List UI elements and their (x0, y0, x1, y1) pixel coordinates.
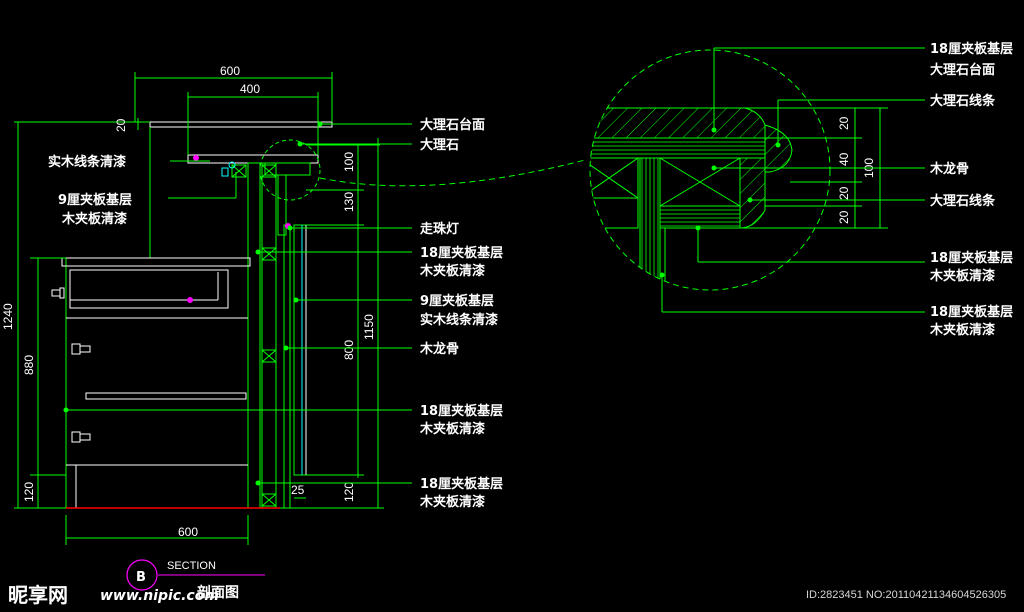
dim-1240: 1240 (1, 303, 15, 330)
dim-bottom-600: 600 (178, 525, 198, 539)
marble-countertop (149, 121, 333, 128)
detail-label-wood-veneer-bot: 木夹板清漆 (929, 322, 995, 338)
detail-dim-20b: 20 (837, 186, 851, 200)
label-solid-wood-trim-b: 实木线条清漆 (420, 312, 498, 328)
watermark-url: www.nipic.com (100, 588, 219, 604)
detail-dim-20c: 20 (837, 210, 851, 224)
dim-120-right: 120 (342, 482, 356, 502)
dim-100: 100 (342, 152, 356, 172)
dimension-lines-left (14, 72, 384, 545)
inner-shelf (85, 392, 247, 400)
detail-label-marble-trim-a: 大理石线条 (930, 93, 996, 109)
watermark-id: ID:2823451 NO:20110421134604526305 (806, 589, 1006, 601)
label-ply9-b: 9厘夹板基层 (420, 293, 494, 309)
detail-dim-20a: 20 (837, 116, 851, 130)
dim-top-400: 400 (240, 82, 260, 96)
detail-label-marble-top: 大理石台面 (930, 62, 995, 78)
watermark-logo: 昵享网 (8, 583, 68, 607)
detail-label-ply18-bot: 18厘夹板基层 (930, 304, 1013, 320)
cabinet-section (51, 121, 586, 509)
dim-880: 880 (22, 355, 36, 375)
detail-circle (589, 49, 831, 291)
detail-label-ply18-mid: 18厘夹板基层 (930, 250, 1013, 266)
front-panel (293, 224, 307, 476)
detail-label-wood-keel: 木龙骨 (929, 161, 969, 177)
dim-800: 800 (342, 340, 356, 360)
detail-dim-40: 40 (837, 152, 851, 166)
dim-130: 130 (342, 192, 356, 212)
section-title: B SECTION 剖面图 (126, 559, 265, 601)
dim-120-left: 120 (22, 482, 36, 502)
section-marker-circle (126, 559, 158, 591)
label-solid-wood-trim: 实木线条清漆 (48, 154, 126, 170)
detail-enlargement (590, 107, 793, 290)
detail-label-ply18-top: 18厘夹板基层 (930, 41, 1013, 57)
leader-lines-left (66, 123, 412, 484)
label-wood-veneer-a: 木夹板清漆 (61, 211, 127, 227)
label-marble: 大理石 (420, 137, 459, 153)
section-letter: B (136, 570, 146, 585)
label-marble-top: 大理石台面 (420, 117, 485, 133)
drawer (69, 269, 229, 309)
label-wood-keel: 木龙骨 (419, 341, 459, 357)
detail-label-marble-trim-b: 大理石线条 (930, 193, 996, 209)
detail-leader-lines (661, 47, 925, 313)
detail-callout-circle (259, 139, 321, 201)
upper-shelf (187, 154, 319, 164)
section-title-cn: 剖面图 (197, 584, 239, 601)
label-wood-veneer-d: 木夹板清漆 (419, 494, 485, 510)
lower-cabinet (65, 257, 249, 509)
label-ply18-c: 18厘夹板基层 (420, 476, 503, 492)
dim-top-600: 600 (220, 64, 240, 78)
label-ply18-a: 18厘夹板基层 (420, 245, 503, 261)
label-ply18-b: 18厘夹板基层 (420, 403, 503, 419)
label-bead-light: 走珠灯 (420, 221, 459, 237)
dim-25: 25 (291, 483, 305, 497)
section-title-en: SECTION (167, 560, 216, 572)
dim-1150: 1150 (362, 314, 376, 340)
label-wood-veneer-c: 木夹板清漆 (419, 421, 485, 437)
detail-label-wood-veneer-mid: 木夹板清漆 (929, 268, 995, 284)
dim-20-top: 20 (114, 118, 128, 132)
label-ply9-a: 9厘夹板基层 (58, 192, 132, 208)
label-wood-veneer-b: 木夹板清漆 (419, 263, 485, 279)
